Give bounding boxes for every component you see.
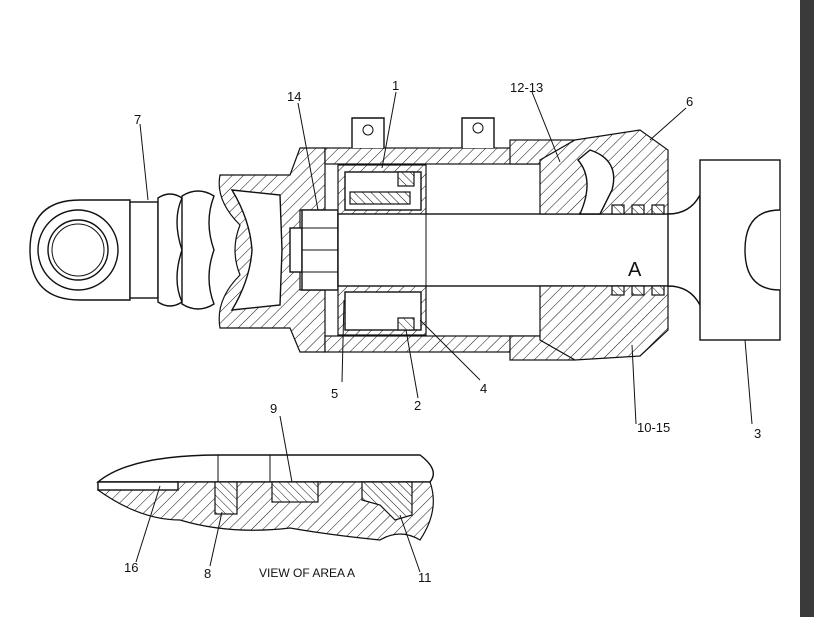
view-caption: VIEW OF AREA A — [259, 566, 355, 580]
callout-3: 3 — [754, 426, 761, 441]
callout-9: 9 — [270, 401, 277, 416]
detail-leader-lines — [135, 415, 421, 573]
piston-rod — [337, 213, 709, 287]
rod-eye — [29, 190, 215, 310]
area-a-marker: A — [628, 259, 642, 281]
callout-8: 8 — [204, 566, 211, 581]
detail-view-area-a — [96, 454, 434, 541]
callout-7: 7 — [134, 112, 141, 127]
callout-6: 6 — [686, 94, 693, 109]
callout-1: 1 — [392, 78, 399, 93]
callout-14: 14 — [287, 89, 301, 104]
cylinder-barrel — [324, 117, 576, 361]
cap-end — [539, 129, 669, 361]
scrollbar[interactable] — [800, 0, 814, 617]
callout-16: 16 — [124, 560, 138, 575]
leader-lines — [139, 91, 753, 425]
callout-12-13: 12-13 — [510, 80, 543, 95]
callout-4: 4 — [480, 381, 487, 396]
callout-2: 2 — [414, 398, 421, 413]
callout-5: 5 — [331, 386, 338, 401]
rod-end-block — [667, 159, 781, 341]
rod-nut — [289, 209, 339, 291]
callout-10-15: 10-15 — [637, 420, 670, 435]
callout-11: 11 — [418, 570, 432, 585]
